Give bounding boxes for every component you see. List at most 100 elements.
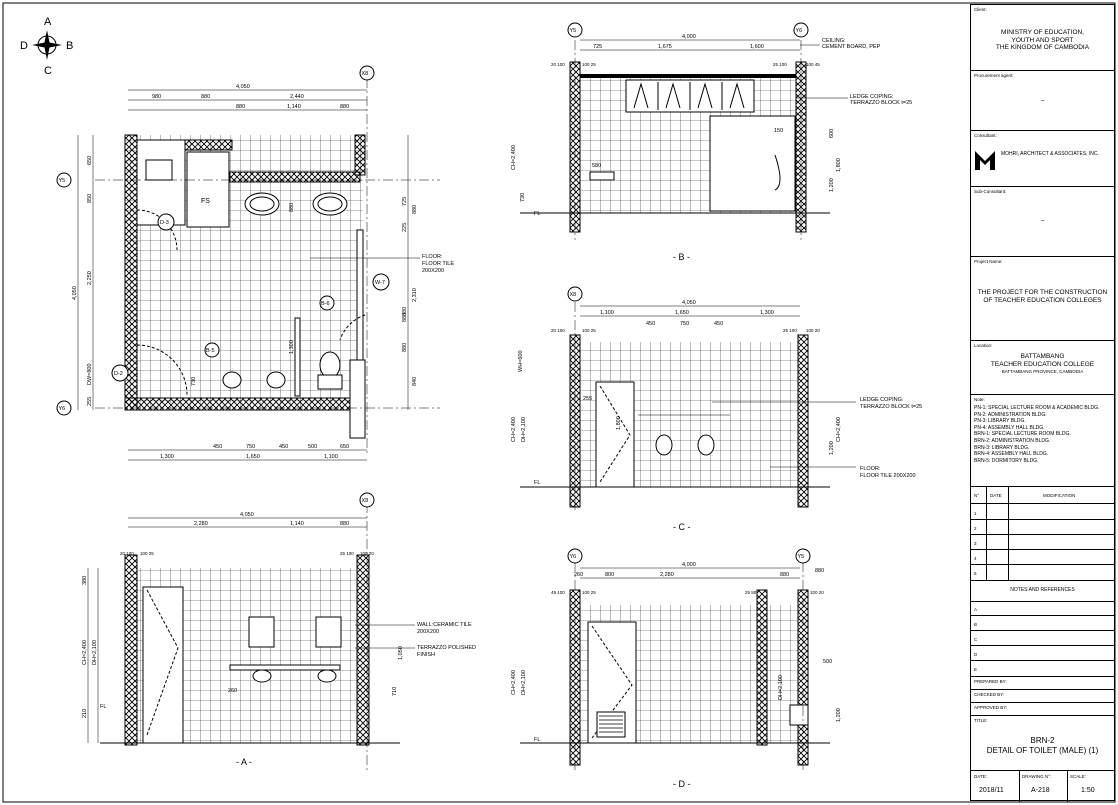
plan-dim-right-1: 725 xyxy=(402,197,408,206)
plan-dim-bottom2-3: 1,100 xyxy=(324,454,338,460)
a-wall-note-1: WALL:CERAMIC TILE xyxy=(417,622,472,628)
d-h-3: DH=2,100 xyxy=(778,675,784,700)
grid-x8-c: X8 xyxy=(570,292,577,298)
plan-dim-bottom-1: 450 xyxy=(213,444,222,450)
note-item: PN-2: ADMINISTRATION BLDG. xyxy=(974,411,1047,418)
rev-row: 1 xyxy=(974,511,977,516)
plan-dim-top2-1: 880 xyxy=(236,104,245,110)
a-fl: FL xyxy=(100,704,106,710)
ref-row: A xyxy=(974,607,978,612)
compass-south: C xyxy=(44,65,52,77)
compass-east: B xyxy=(66,40,73,52)
grid-y6-d: Y6 xyxy=(570,554,577,560)
d-dim-top-3: 880 xyxy=(815,568,824,574)
plan-dim-left-total: 4,050 xyxy=(72,286,78,300)
notes-references-header: NOTES AND REFERENCES xyxy=(1010,587,1075,593)
a-h-6: 710 xyxy=(392,687,398,696)
ref-row: C xyxy=(974,637,978,642)
d-fl: FL xyxy=(534,737,540,743)
b-fl: FL xyxy=(534,211,540,217)
plan-dim-bottom-2: 750 xyxy=(246,444,255,450)
plan-tag-d3: D-3 xyxy=(160,220,169,226)
date-value: 2018/11 xyxy=(979,787,1004,794)
c-fl: FL xyxy=(534,480,540,486)
d-dim-top-1: 2,280 xyxy=(660,572,674,578)
d-h-1: CH=2,400 xyxy=(511,670,517,695)
references-table: NOTES AND REFERENCES A B C D E xyxy=(971,581,1114,677)
c-h-2: CH=2,400 xyxy=(511,417,517,442)
b-dim-top-3: 1,600 xyxy=(750,44,764,50)
d-h-5: 500 xyxy=(823,659,832,665)
c-dim-top2-3: 450 xyxy=(714,321,723,327)
plan-dim-left-1: 650 xyxy=(87,156,93,165)
note-item: PN-3: LIBRARY BLDG. xyxy=(974,418,1026,425)
d-dim-top2-1: 260 xyxy=(574,572,583,578)
plan-view: FS 4,050 980 880 2,440 880 1,140 880 450… xyxy=(56,65,454,461)
note-item: PN-4: ASSEMBLY HALL BLDG. xyxy=(974,424,1045,431)
approved-label: APPROVED BY: xyxy=(974,705,1008,710)
plan-dim-bottom2-1: 1,300 xyxy=(160,454,174,460)
c-dim-sub-2: 100 25 xyxy=(582,328,596,333)
b-dim-sub-1: 20 100 xyxy=(551,62,565,67)
a-h-3: 380 xyxy=(82,576,88,585)
plan-tag-d2: D-2 xyxy=(114,371,123,377)
d-dim-total: 4,000 xyxy=(682,562,696,568)
note-item: BRN-3: LIBRARY BLDG. xyxy=(974,444,1030,451)
c-ledge-note-2: TERRAZZO BLOCK t=25 xyxy=(860,404,922,410)
plan-dim-right-6: 880 xyxy=(402,343,408,352)
c-title: - C - xyxy=(673,522,691,532)
drawing-title-line-1: BRN-2 xyxy=(1030,736,1055,745)
b-dim-sub-3: 25 100 xyxy=(773,62,787,67)
grid-y6-plan: Y6 xyxy=(59,406,66,412)
compass-west: D xyxy=(20,40,28,52)
b-h-7: 580 xyxy=(592,163,601,169)
c-dim-top2-2: 750 xyxy=(680,321,689,327)
scale-value: 1:50 xyxy=(1081,787,1095,794)
a-finish-note-2: FINISH xyxy=(417,652,435,658)
b-ledge-note-2: TERRAZZO BLOCK t=25 xyxy=(850,100,912,106)
a-dim-top-3: 880 xyxy=(340,521,349,527)
revision-table: N° DATE MODIFICATION 1 2 3 4 5 xyxy=(971,487,1114,581)
location-sub: BATTAMBANG PROVINCE, CAMBODIA xyxy=(1001,369,1084,374)
c-dim-top-2: 1,650 xyxy=(675,310,689,316)
ref-row: D xyxy=(974,652,978,657)
note-item: BRN-2: ADMINISTRATION BLDG. xyxy=(974,437,1051,444)
c-h-5: 1,800 xyxy=(616,416,622,430)
scale-label: SCALE: xyxy=(1070,774,1087,779)
a-dim-sub-1: 20 100 xyxy=(120,551,134,556)
rev-header-date: DATE xyxy=(990,493,1002,498)
a-wall-note-2: 200X200 xyxy=(417,629,439,635)
prepared-label: PREPARED BY: xyxy=(974,679,1007,684)
note-item: PN-1: SPECIAL LECTURE ROOM & ACADEMIC BL… xyxy=(974,405,1100,411)
d-h-4: 1,200 xyxy=(836,708,842,722)
a-h-7: 260 xyxy=(228,688,237,694)
rev-row: 2 xyxy=(974,526,977,531)
c-dim-sub-1: 20 100 xyxy=(551,328,565,333)
drawing-title-line-2: DETAIL OF TOILET (MALE) (1) xyxy=(986,746,1099,755)
c-h-4: CH=2,400 xyxy=(836,417,842,442)
client-line-3: THE KINGDOM OF CAMBODIA xyxy=(995,44,1090,51)
c-h-6: 1,200 xyxy=(829,441,835,455)
compass-icon: A C D B xyxy=(20,16,73,77)
plan-misc-2: 1,300 xyxy=(289,340,295,354)
d-h-2: DH=2,100 xyxy=(521,670,527,695)
subconsultant-value: – xyxy=(1040,217,1045,224)
c-floor-note-2: FLOOR TILE 200X200 xyxy=(860,473,916,479)
plan-dim-bottom-3: 450 xyxy=(279,444,288,450)
elevation-c: X8 4,050 1,100 1,650 1,300 450 750 450 2… xyxy=(511,286,922,532)
b-dim-top-1: 725 xyxy=(593,44,602,50)
c-dim-sub-4: 100 20 xyxy=(806,328,820,333)
consultant-cell: Consultant: MOHRI, ARCHITECT & ASSOCIATE… xyxy=(971,131,1114,187)
plan-tag-b5: B-5 xyxy=(206,348,215,354)
a-dim-top-1: 2,280 xyxy=(194,521,208,527)
grid-y6-b: Y6 xyxy=(796,28,803,34)
location-name: BATTAMBANG TEACHER EDUCATION COLLEGE BAT… xyxy=(971,353,1114,376)
plan-misc-3: 730 xyxy=(191,377,197,386)
elevation-d: Y6 Y5 4,000 2,280 880 880 260 800 45 100… xyxy=(511,548,842,789)
client-line-1: MINISTRY OF EDUCATION, xyxy=(1000,29,1085,36)
grid-x8-plan: X8 xyxy=(362,71,369,77)
procurement-cell: Procurement agent: – xyxy=(971,71,1114,131)
grid-y5-plan: Y5 xyxy=(59,178,66,184)
plan-dim-top2-2: 1,140 xyxy=(287,104,301,110)
b-ledge-note-1: LEDGE COPING: xyxy=(850,94,894,100)
